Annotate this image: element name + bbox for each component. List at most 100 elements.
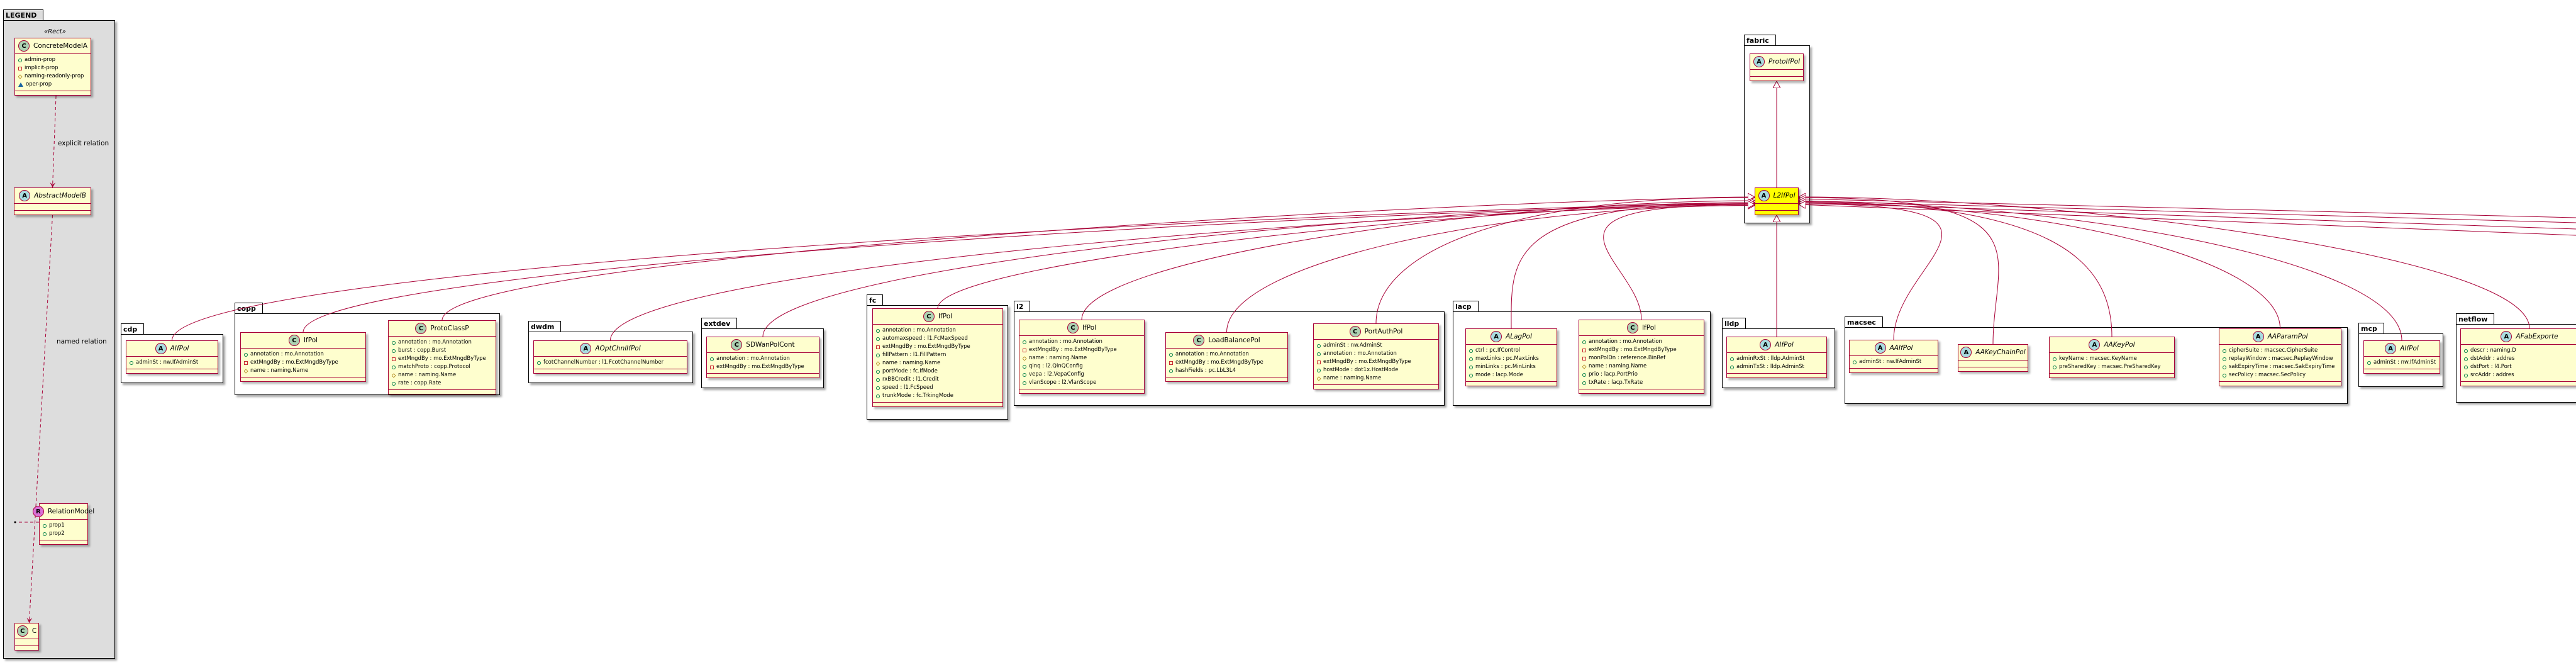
attribute-text: fcotChannelNumber : l1.FcotChannelNumber [543, 359, 664, 366]
package-visibility-icon [18, 82, 23, 87]
public-visibility-icon [1582, 372, 1586, 377]
attribute-text: descr : naming.D [2470, 347, 2516, 354]
public-visibility-icon [1730, 365, 1734, 369]
class-name: IfPol [1641, 324, 1657, 332]
class-name: AAKeyChainPol [1975, 349, 2026, 356]
attribute: replayWindow : macsec.ReplayWindow [2223, 355, 2338, 363]
attribute-text: replayWindow : macsec.ReplayWindow [2229, 355, 2333, 362]
class-name: SDWanPolCont [746, 341, 795, 349]
public-visibility-icon [2464, 365, 2468, 369]
attribute: minLinks : pc.MinLinks [1469, 363, 1553, 371]
class-name: AIfPol [2400, 345, 2419, 352]
class-name: ALagPol [1506, 333, 1532, 340]
attribute-text: sakExpiryTime : macsec.SakExpiryTime [2229, 364, 2335, 370]
attribute: matchProto : copp.Protocol [392, 363, 492, 371]
attribute-list [1750, 70, 1803, 77]
generalization-line [1375, 197, 1755, 324]
public-visibility-icon [1853, 360, 1857, 364]
public-visibility-icon [18, 58, 22, 62]
attribute-text: annotation : mo.Annotation [250, 351, 324, 357]
attribute: hashFields : pc.LbL3L4 [1169, 367, 1284, 375]
class-name: AOptChnlIfPol [595, 345, 641, 352]
method-list [15, 91, 91, 95]
attribute-text: maxLinks : pc.MaxLinks [1475, 355, 1539, 362]
package-tab-lldp: lldp [1722, 318, 1746, 328]
attribute-text: cipherSuite : macsec.CipherSuite [2229, 347, 2318, 354]
generalization-line [1799, 201, 2402, 341]
method-list [707, 374, 819, 377]
attribute: srcAddr : addres [2464, 371, 2576, 379]
public-visibility-icon [1469, 349, 1473, 353]
public-visibility-icon [1469, 365, 1473, 369]
concrete-class-icon: C [1349, 326, 1361, 337]
attribute: name : naming.Name [1023, 354, 1141, 362]
public-visibility-icon [2223, 357, 2226, 361]
package-tab-copp: copp [235, 303, 263, 313]
attribute-text: admin-prop [25, 57, 55, 63]
method-list [534, 369, 687, 373]
public-visibility-icon [1730, 357, 1734, 361]
attribute: keyName : macsec.KeyName [2053, 355, 2171, 363]
attribute-text: extMngdBy : mo.ExtMngdByType [1029, 347, 1117, 353]
package-tab-lacp: lacp [1453, 301, 1479, 311]
attribute-text: annotation : mo.Annotation [882, 327, 956, 333]
attribute: extMngdBy : mo.ExtMngdByType [1169, 359, 1284, 367]
attribute: descr : naming.D [2464, 347, 2576, 355]
attribute-text: hostMode : dot1x.HostMode [1323, 367, 1399, 373]
concrete-class-icon: C [923, 311, 935, 322]
relation-class-icon: R [32, 506, 44, 517]
attribute: portMode : fc.IfMode [876, 367, 999, 376]
concrete-class-icon: C [731, 339, 743, 350]
method-list [1750, 77, 1803, 81]
attribute-list: adminSt : nw.IfAdminSt [1850, 356, 1938, 369]
public-visibility-icon [43, 523, 47, 528]
public-visibility-icon [1317, 368, 1321, 372]
generalization-line [1799, 198, 1999, 345]
class-name: AFabExporte [2516, 333, 2558, 340]
attribute-text: naming-readonly-prop [25, 73, 84, 79]
attribute-text: extMngdBy : mo.ExtMngdByType [1323, 359, 1411, 365]
attribute-text: ctrl : pc.IfControl [1475, 347, 1521, 354]
private-visibility-icon [710, 365, 714, 369]
generalization-line-offscreen [1799, 201, 2576, 223]
class-name: AAIfPol [1889, 344, 1913, 352]
generalization-line-offscreen [1799, 203, 2576, 230]
public-visibility-icon [2464, 349, 2468, 353]
method-list [14, 211, 91, 215]
explicit-relation-label: explicit relation [58, 140, 109, 147]
